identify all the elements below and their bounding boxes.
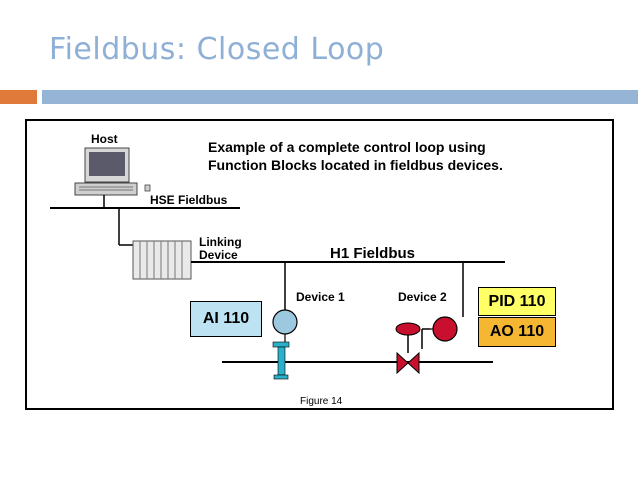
device1-transmitter-icon <box>272 309 298 380</box>
pid-function-block: PID 110 <box>478 287 556 316</box>
linking-device-label-line1: Linking <box>199 235 242 249</box>
hse-fieldbus-label: HSE Fieldbus <box>150 193 228 207</box>
closed-loop-figure: Example of a complete control loop using… <box>25 119 614 410</box>
title-accent-bar-blue <box>42 90 638 104</box>
device2-valve-icon <box>395 316 458 375</box>
device2-label: Device 2 <box>398 290 447 304</box>
network-diagram-graphic <box>50 147 505 380</box>
h1-fieldbus-label: H1 Fieldbus <box>330 245 416 262</box>
title-accent-bar-orange <box>0 90 37 104</box>
ai-function-block: AI 110 <box>190 301 262 337</box>
figure-number: Figure 14 <box>300 396 343 407</box>
device1-label: Device 1 <box>296 290 345 304</box>
host-computer-icon <box>74 147 151 196</box>
host-label: Host <box>91 132 118 146</box>
ao-function-block: AO 110 <box>478 317 556 347</box>
linking-device-icon <box>132 240 192 280</box>
linking-device-label-line2: Device <box>199 248 238 262</box>
slide-title: Fieldbus: Closed Loop <box>49 32 385 67</box>
figure-caption-line2: Function Blocks located in fieldbus devi… <box>208 157 503 173</box>
figure-caption-line1: Example of a complete control loop using <box>208 139 486 155</box>
